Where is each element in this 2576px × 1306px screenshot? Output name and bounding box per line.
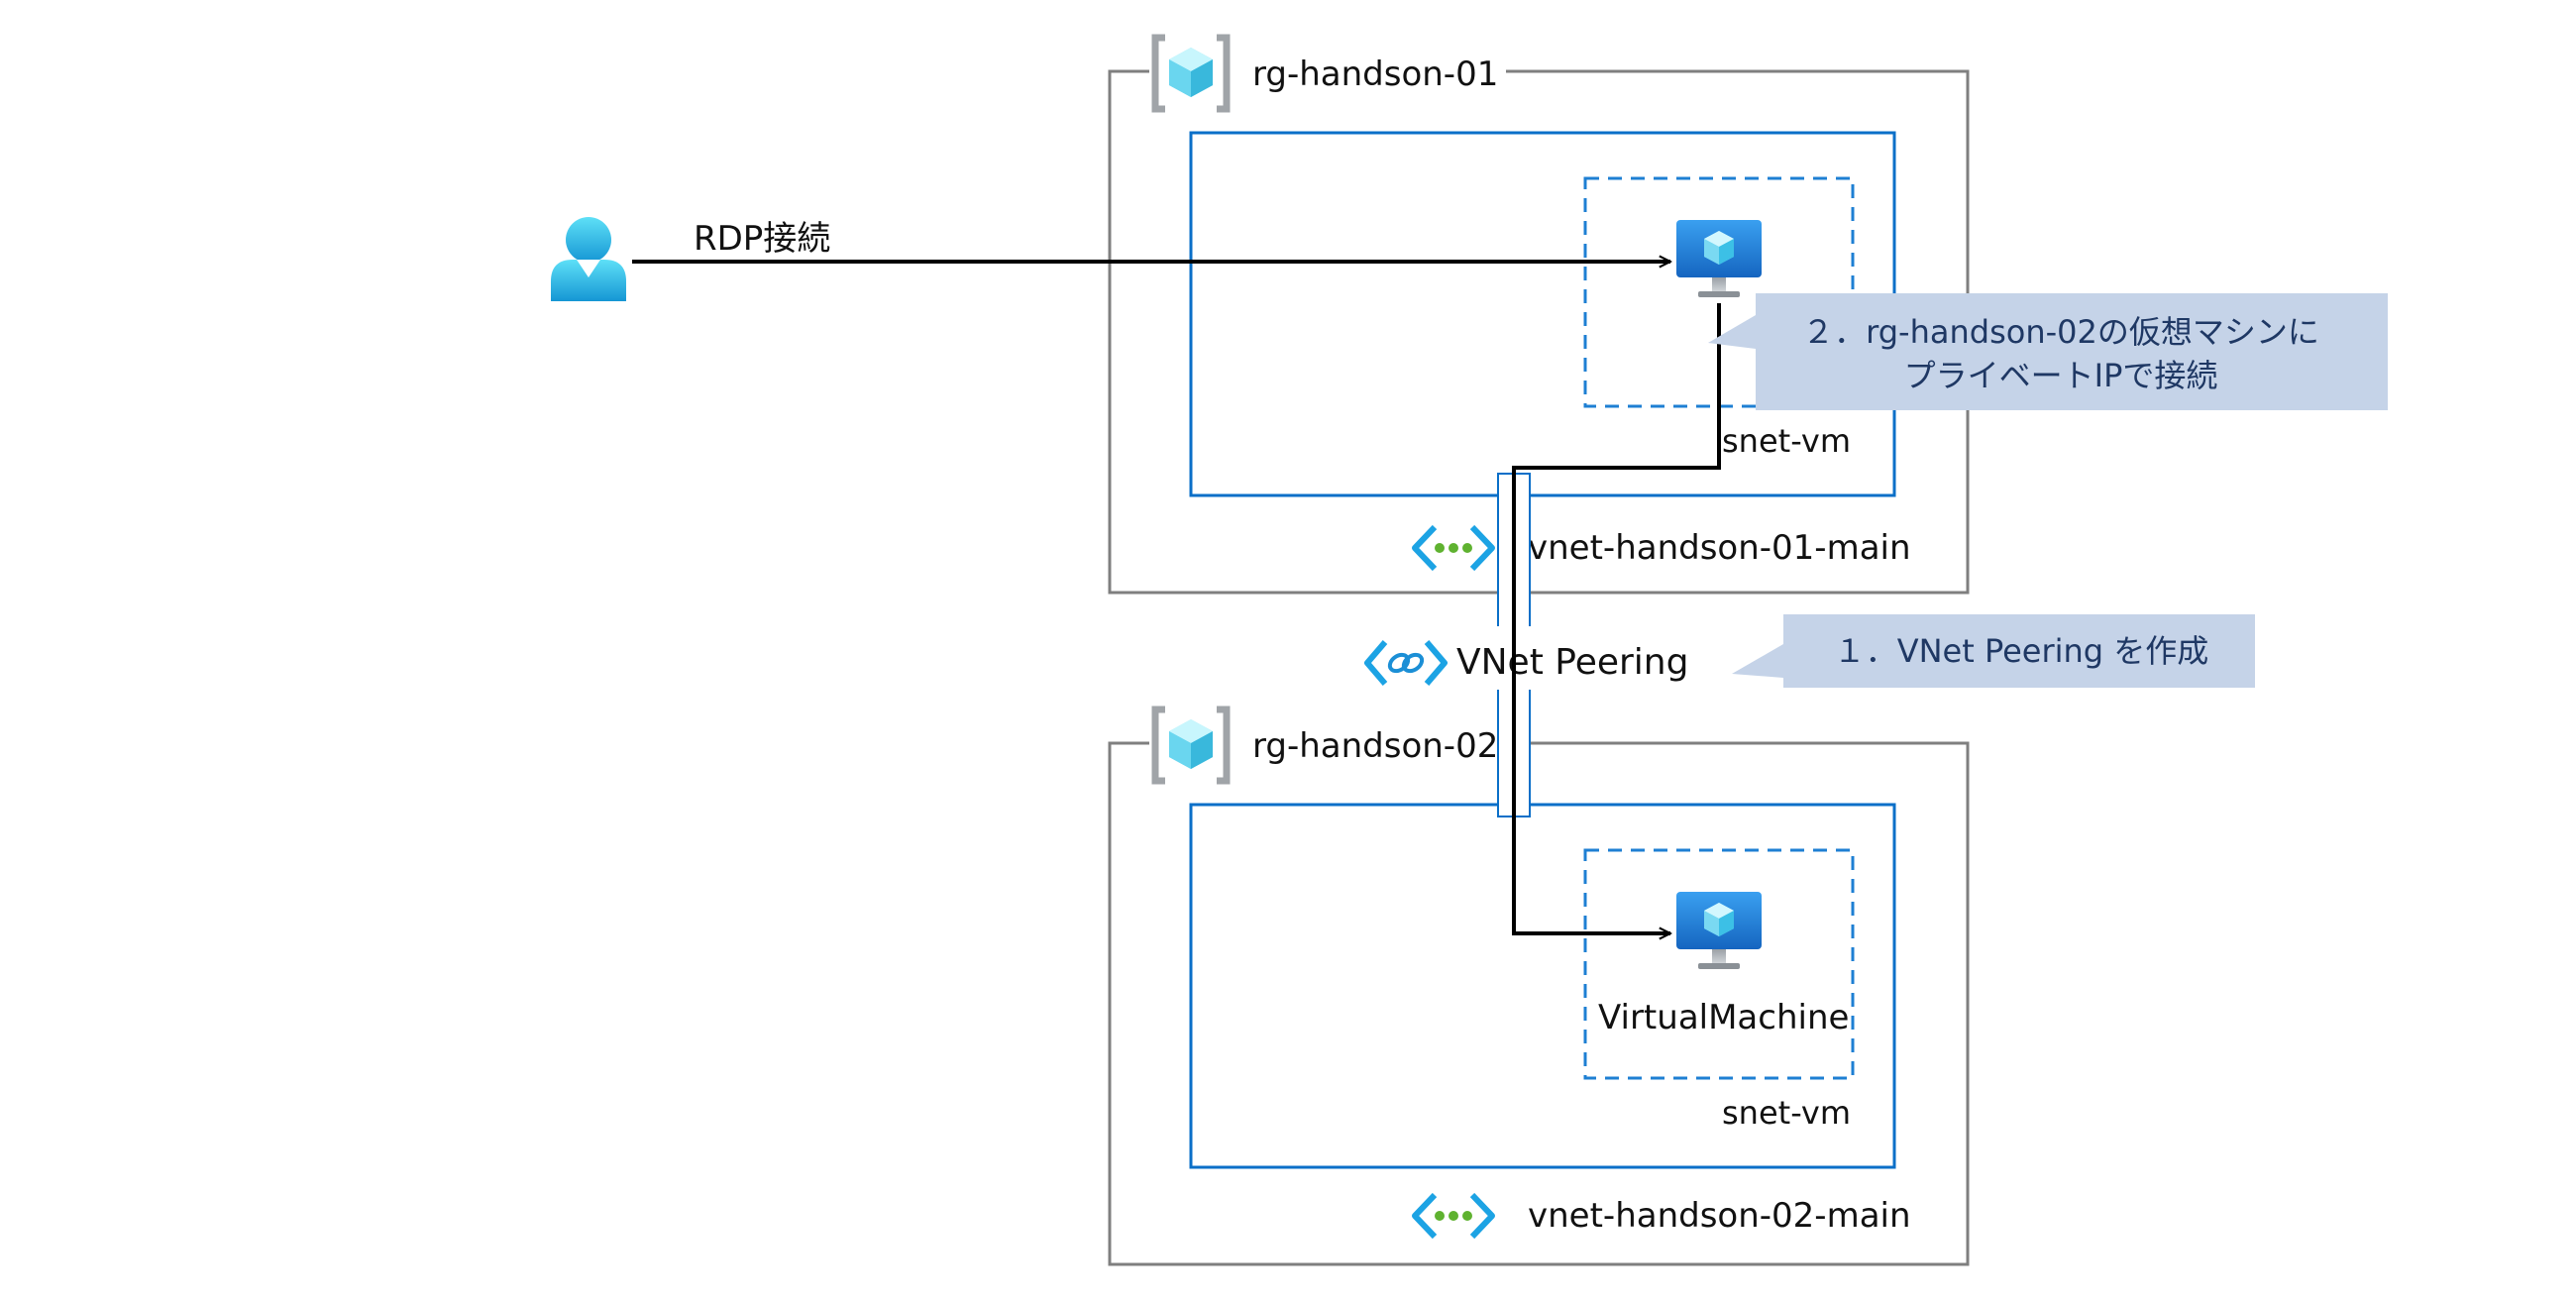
resource-group-01-name: rg-handson-01 bbox=[1252, 54, 1498, 94]
connectors bbox=[632, 262, 1721, 933]
subnet-01-name: snet-vm bbox=[1722, 422, 1851, 460]
subnet-02-name: snet-vm bbox=[1722, 1094, 1851, 1132]
virtual-machine-icon[interactable] bbox=[1676, 892, 1762, 969]
vm-02-name: VirtualMachine bbox=[1598, 998, 1849, 1037]
resource-group-02-name: rg-handson-02 bbox=[1252, 726, 1498, 766]
rdp-connection-label: RDP接続 bbox=[694, 219, 830, 259]
callout-step2-line1: ２．rg-handson-02の仮想マシンに bbox=[1802, 313, 2319, 351]
vnet-02-name: vnet-handson-02-main bbox=[1528, 1196, 1911, 1236]
vnet-icon bbox=[1415, 527, 1492, 569]
callout-step1-text: １．VNet Peering を作成 bbox=[1834, 632, 2209, 670]
callout-step2: ２．rg-handson-02の仮想マシンに プライベートIPで接続 bbox=[1708, 293, 2388, 410]
resource-group-02: rg-handson-02 snet-vm VirtualMachine vne… bbox=[1108, 704, 1970, 1266]
resource-group-02-border bbox=[1108, 741, 1970, 1266]
user: RDP接続 bbox=[551, 217, 830, 301]
subnet-02-border bbox=[1583, 848, 1855, 1080]
resource-group-01: rg-handson-01 snet-vm vnet-handson-01-ma… bbox=[1108, 30, 1970, 595]
private-ip-connection-arrow bbox=[1512, 303, 1721, 933]
vnet-02-border bbox=[1189, 803, 1896, 1169]
vnet-peering-label: VNet Peering bbox=[1456, 642, 1688, 683]
virtual-machine-icon[interactable] bbox=[1676, 220, 1762, 297]
user-icon bbox=[566, 217, 611, 263]
callout-step2-line2: プライベートIPで接続 bbox=[1904, 357, 2218, 394]
vnet-icon bbox=[1415, 1195, 1492, 1237]
callout-step1: １．VNet Peering を作成 bbox=[1732, 614, 2255, 688]
vnet-01-name: vnet-handson-01-main bbox=[1528, 528, 1911, 568]
